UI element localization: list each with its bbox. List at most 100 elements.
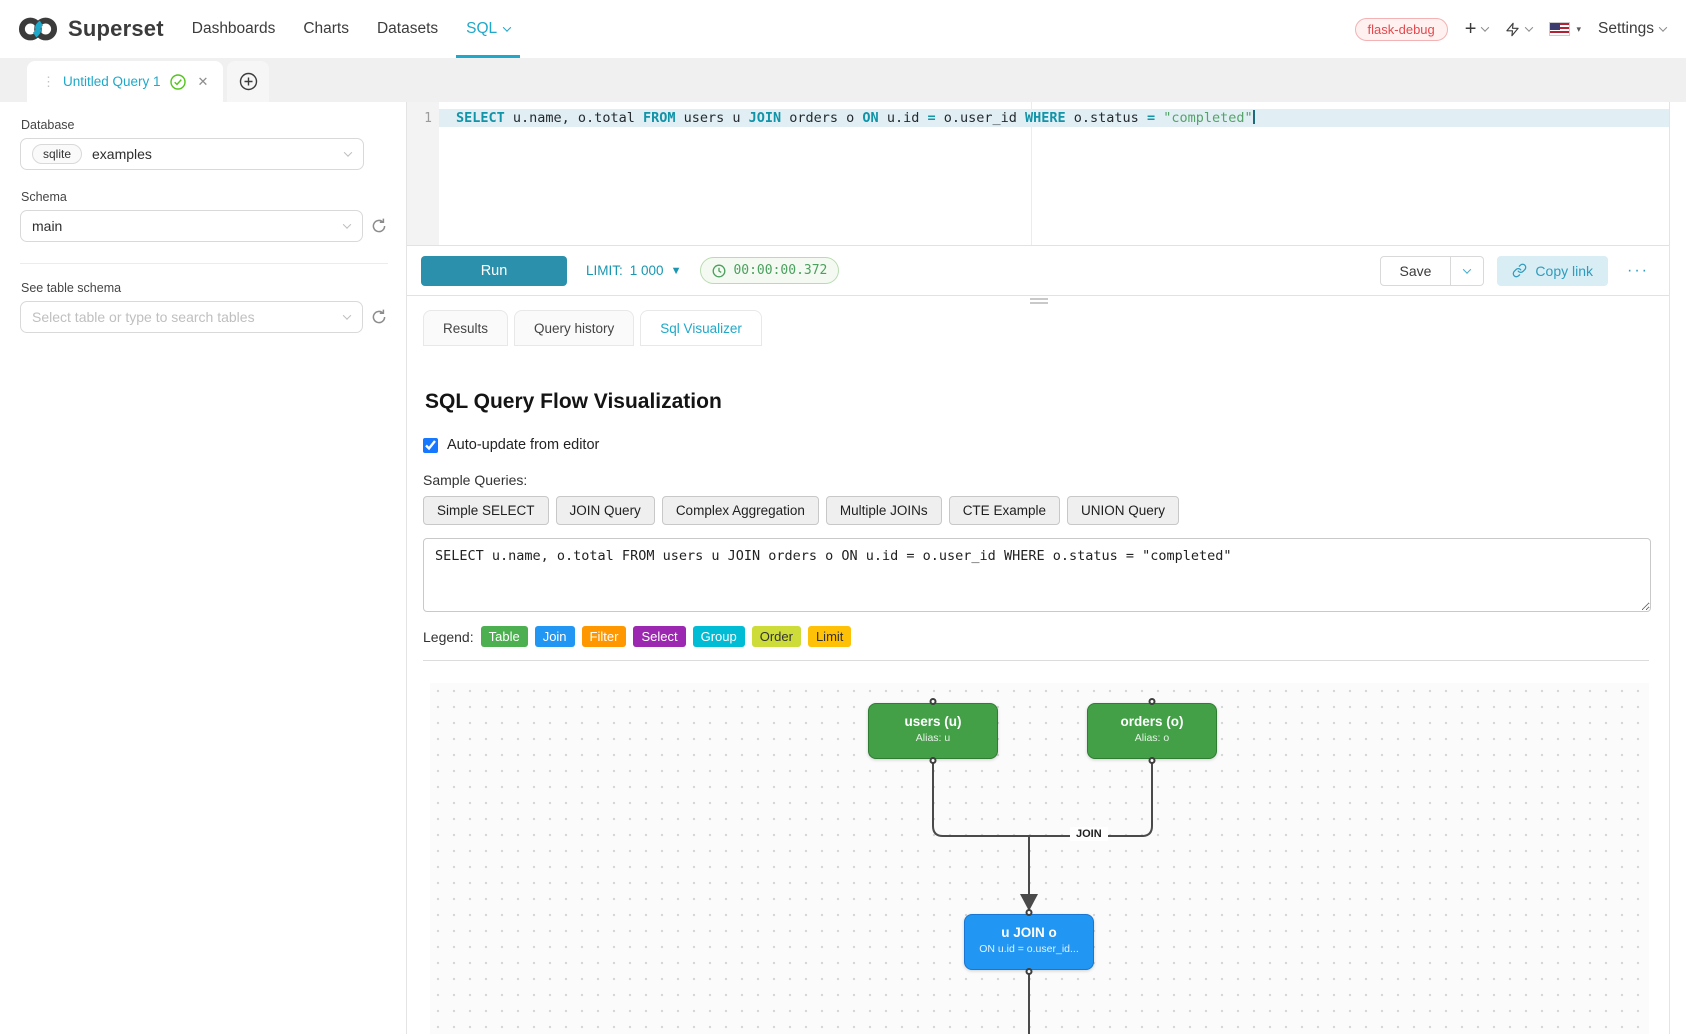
more-menu-button[interactable]: ···	[1621, 261, 1655, 281]
schema-label: Schema	[21, 190, 67, 204]
sql-token: ON	[862, 110, 879, 126]
database-select[interactable]: sqlite examples	[20, 138, 364, 170]
chevron-down-icon	[1525, 23, 1534, 32]
query-search-button[interactable]	[1505, 21, 1534, 38]
node-title: u JOIN o	[1001, 925, 1057, 940]
sql-token: SELECT	[456, 110, 505, 126]
nav-item-label: Charts	[303, 20, 349, 37]
sql-token: u.name, o.total	[504, 110, 643, 126]
copy-link-label: Copy link	[1535, 262, 1594, 279]
sidebar-divider	[20, 263, 388, 264]
node-handle-bottom[interactable]	[929, 757, 937, 764]
sample-query-button-join-query[interactable]: JOIN Query	[555, 496, 655, 525]
sqllab-sidebar: Database sqlite examples Schema main See…	[0, 102, 406, 1034]
node-subtitle: Alias: u	[915, 732, 951, 744]
environment-tag: flask-debug	[1354, 17, 1448, 41]
editor-gutter: 1	[407, 102, 439, 245]
auto-update-checkbox[interactable]	[423, 437, 438, 453]
nav-item-datasets[interactable]: Datasets	[363, 0, 452, 58]
add-button[interactable]: +	[1465, 19, 1490, 39]
sqllab-main-panel: 1 SELECT u.name, o.total FROM users u JO…	[406, 102, 1670, 1034]
flow-node-orders[interactable]: orders (o) Alias: o	[1087, 698, 1217, 764]
run-query-button[interactable]: Run	[421, 255, 567, 286]
schema-value: main	[32, 218, 63, 234]
settings-menu[interactable]: Settings	[1598, 20, 1668, 38]
tab-query-history[interactable]: Query history	[514, 310, 635, 346]
sql-editor-code[interactable]: SELECT u.name, o.total FROM users u JOIN…	[439, 102, 1669, 245]
chevron-down-icon	[343, 148, 353, 157]
query-tab-active[interactable]: ⋮ Untitled Query 1 ✕	[27, 61, 224, 102]
tab-sql-visualizer[interactable]: Sql Visualizer	[640, 310, 762, 346]
legend-chip-table: Table	[480, 626, 528, 647]
save-dropdown-button[interactable]	[1451, 255, 1485, 286]
print-margin	[1031, 102, 1032, 245]
sample-query-button-cte-example[interactable]: CTE Example	[948, 496, 1060, 525]
sql-token	[1155, 110, 1163, 126]
close-icon[interactable]: ✕	[197, 73, 209, 89]
drag-handle-icon[interactable]: ⋮	[42, 73, 55, 89]
node-handle-top[interactable]	[929, 698, 937, 705]
app-header: Superset Dashboards Charts Datasets SQL fla…	[0, 0, 1686, 58]
table-schema-label: See table schema	[21, 281, 122, 295]
edge-label-join: JOIN	[1070, 827, 1108, 841]
language-selector[interactable]: ▾	[1549, 22, 1581, 36]
node-handle-top[interactable]	[1025, 909, 1033, 916]
limit-value: 1 000	[629, 263, 664, 278]
legend-chip-join: Join	[534, 626, 575, 647]
sql-editor[interactable]: 1 SELECT u.name, o.total FROM users u JO…	[407, 102, 1669, 245]
node-subtitle: Alias: o	[1134, 732, 1170, 744]
auto-update-label: Auto-update from editor	[447, 437, 600, 453]
refresh-icon[interactable]	[370, 217, 388, 235]
superset-brand[interactable]: Superset	[16, 0, 164, 58]
limit-dropdown[interactable]: LIMIT: 1 000 ▼	[586, 263, 681, 278]
database-value: examples	[92, 146, 152, 162]
auto-update-row: Auto-update from editor	[423, 437, 1649, 453]
sql-token: o.status	[1065, 110, 1147, 126]
sql-token: orders o	[781, 110, 863, 126]
sample-queries-label: Sample Queries:	[423, 472, 528, 488]
query-tab-title: Untitled Query 1	[63, 74, 161, 89]
refresh-icon[interactable]	[370, 308, 388, 326]
chevron-down-icon	[1658, 23, 1668, 32]
new-tab-button[interactable]	[227, 61, 270, 102]
pane-resize-handle[interactable]	[1025, 296, 1053, 306]
us-flag-icon	[1549, 22, 1571, 36]
query-input[interactable]: SELECT u.name, o.total FROM users u JOIN…	[423, 538, 1651, 612]
sql-token: =	[927, 110, 936, 126]
flow-node-users[interactable]: users (u)Alias: u	[868, 698, 998, 764]
schema-select[interactable]: main	[20, 210, 363, 242]
save-query-button[interactable]: Save	[1379, 255, 1452, 286]
chevron-down-icon	[502, 23, 512, 32]
node-subtitle: ON u.id = o.user_id...	[979, 943, 1079, 955]
nav-item-dashboards[interactable]: Dashboards	[178, 0, 290, 58]
sample-query-button-simple-select[interactable]: Simple SELECT	[423, 496, 549, 525]
caret-down-icon: ▼	[670, 264, 682, 277]
node-handle-bottom[interactable]	[1148, 757, 1156, 764]
sample-query-button-multiple-joins[interactable]: Multiple JOINs	[825, 496, 942, 525]
flow-node-join[interactable]: u JOIN o ON u.id = o.user_id...	[964, 909, 1094, 975]
tab-results[interactable]: Results	[423, 310, 509, 346]
active-line-highlight	[439, 109, 1669, 127]
nav-item-label: Datasets	[376, 20, 439, 37]
node-handle-top[interactable]	[1148, 698, 1156, 705]
editor-toolbar: Run LIMIT: 1 000 ▼ 00:00:00.372 Save Cop…	[407, 245, 1669, 296]
table-select[interactable]: Select table or type to search tables	[20, 301, 363, 333]
sample-query-button-union-query[interactable]: UNION Query	[1066, 496, 1179, 525]
flow-canvas[interactable]: JOIN users (u)Alias: u orders (o) Alias: o…	[430, 683, 1649, 1034]
legend-chip-group: Group	[692, 626, 745, 647]
main-nav: Dashboards Charts Datasets SQL	[178, 0, 524, 58]
sample-query-button-complex-aggregation[interactable]: Complex Aggregation	[661, 496, 819, 525]
copy-link-button[interactable]: Copy link	[1497, 255, 1609, 286]
nav-item-charts[interactable]: Charts	[289, 0, 363, 58]
lightning-icon	[1506, 22, 1520, 36]
check-circle-icon	[169, 73, 186, 90]
database-label: Database	[21, 118, 75, 132]
nav-item-sql[interactable]: SQL	[452, 0, 524, 58]
node-title: orders (o)	[1120, 714, 1184, 729]
chevron-down-icon	[1481, 23, 1490, 32]
text-cursor	[1252, 110, 1255, 124]
node-handle-bottom[interactable]	[1025, 968, 1033, 975]
